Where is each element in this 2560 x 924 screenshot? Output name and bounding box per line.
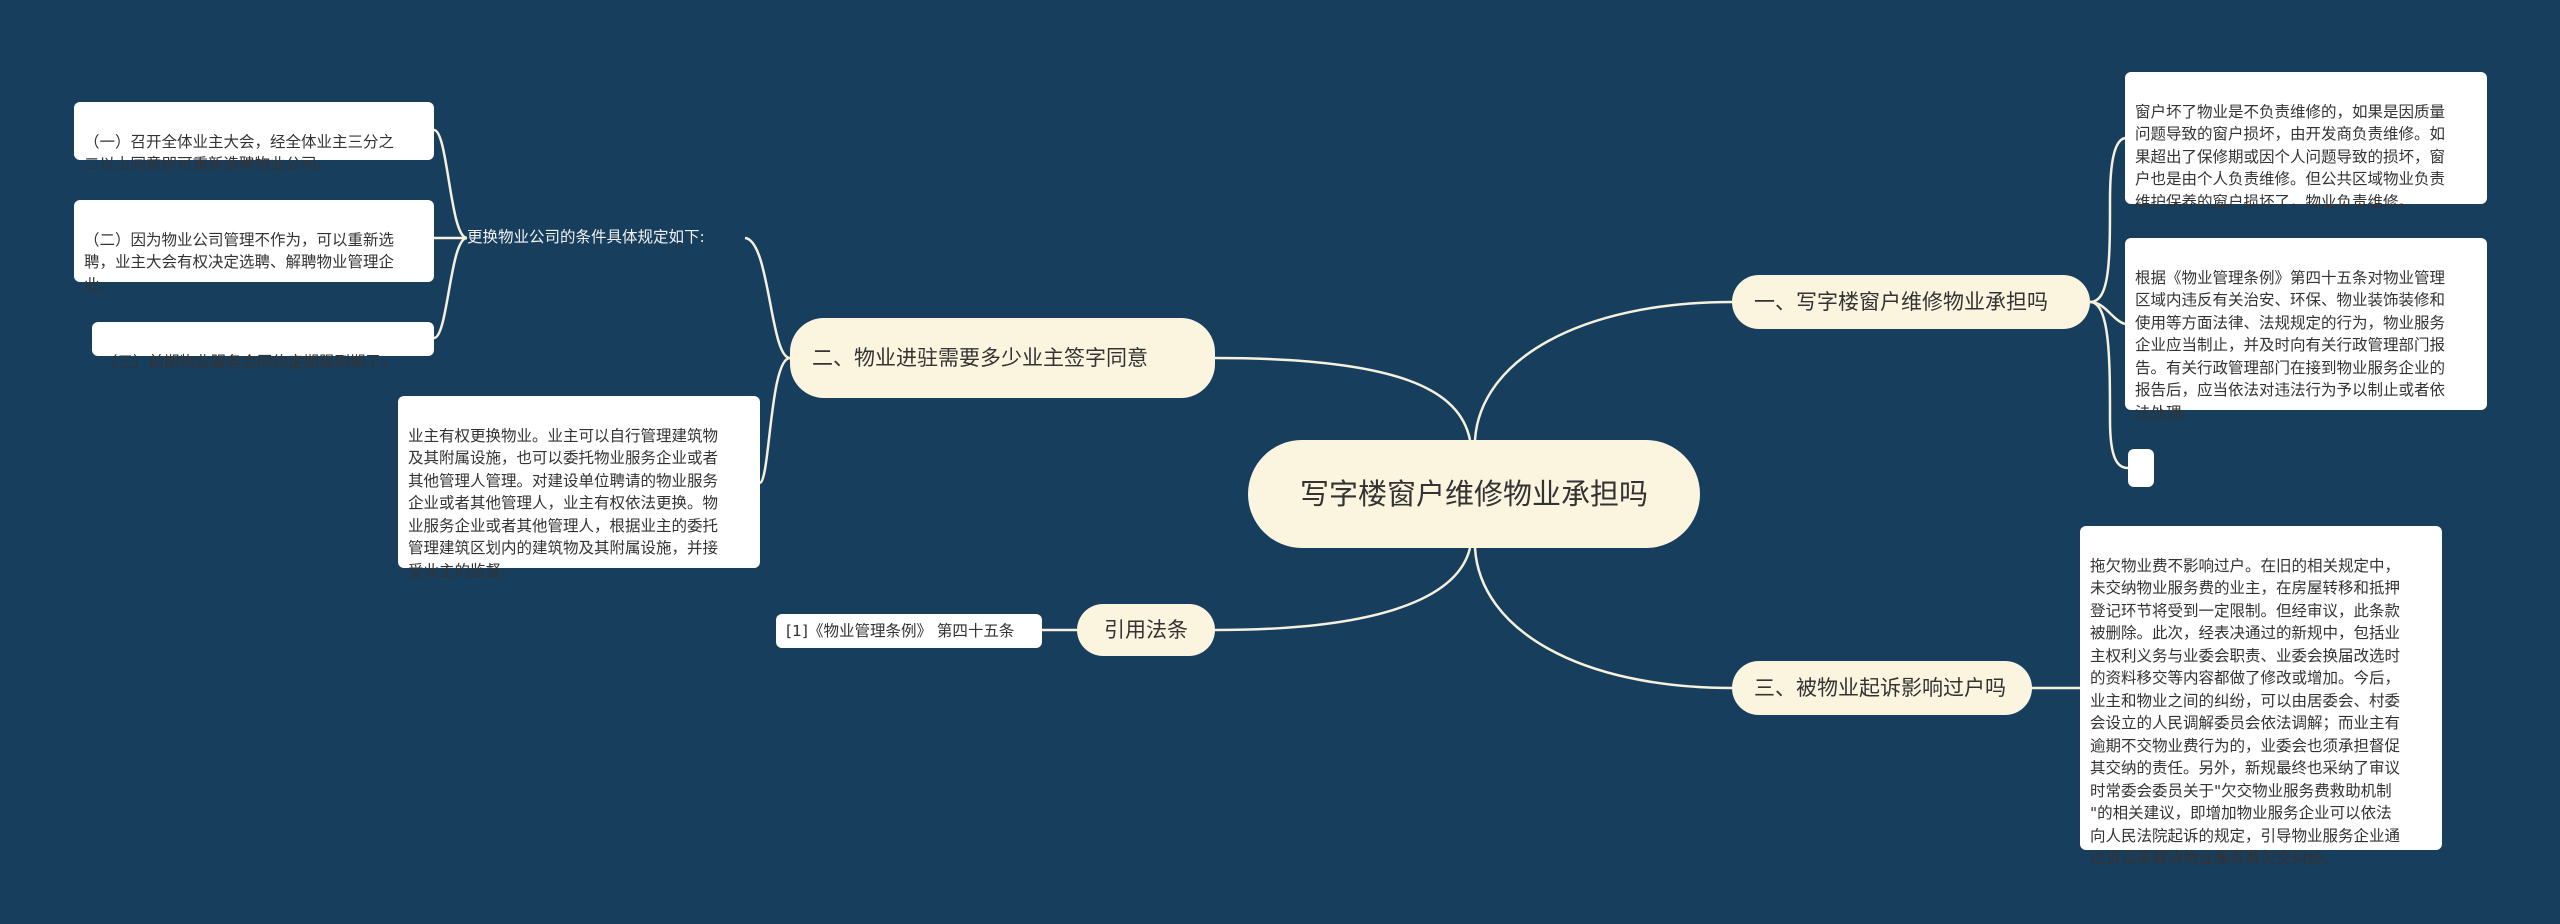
branch-3-leaf[interactable]: 拖欠物业费不影响过户。在旧的相关规定中， 未交纳物业服务费的业主，在房屋转移和抵… [2080, 526, 2442, 867]
branch-4-leaf-text: [1]《物业管理条例》 第四十五条 [786, 622, 1015, 640]
branch-4-label: 引用法条 [1104, 617, 1188, 642]
branch-2-sub-leaf-2[interactable]: （二）因为物业公司管理不作为，可以重新选 聘，业主大会有权决定选聘、解聘物业管理… [74, 200, 434, 294]
branch-2-sub-leaf-3-text: （三）前期物业服务合同约定期限到期了。 [102, 352, 397, 371]
branch-1-leaf-2[interactable]: 根据《物业管理条例》第四十五条对物业管理 区域内违反有关治安、环保、物业装饰装修… [2125, 238, 2487, 422]
edge-b1-leaf3 [2089, 300, 2129, 470]
edge-sub-leaf1 [433, 128, 468, 240]
branch-4-topic[interactable]: 引用法条 [1077, 604, 1215, 656]
edge-b2-sub [744, 236, 791, 360]
branch-3-label: 三、被物业起诉影响过户吗 [1754, 675, 2006, 700]
branch-1-leaf-1[interactable]: 窗户坏了物业是不负责维修的，如果是因质量 问题导致的窗户损坏，由开发商负责维修。… [2125, 72, 2487, 211]
branch-1-leaf-2-text: 根据《物业管理条例》第四十五条对物业管理 区域内违反有关治安、环保、物业装饰装修… [2135, 268, 2446, 422]
branch-2-sub-leaf-1-text: （一）召开全体业主大会，经全体业主三分之 二以上同意即可重新选聘物业公司。 [84, 132, 395, 174]
edge-root-b1 [1473, 300, 1733, 441]
branch-2-sub-label: 更换物业公司的条件具体规定如下: [467, 228, 705, 246]
branch-2-leaf-text: 业主有权更换物业。业主可以自行管理建筑物 及其附属设施，也可以委托物业服务企业或… [408, 426, 719, 580]
edge-b1-leaf2 [2089, 300, 2126, 326]
branch-2-sub-leaf-2-text: （二）因为物业公司管理不作为，可以重新选 聘，业主大会有权决定选聘、解聘物业管理… [84, 230, 395, 294]
branch-2-leaf[interactable]: 业主有权更换物业。业主可以自行管理建筑物 及其附属设施，也可以委托物业服务企业或… [398, 396, 760, 580]
edge-b2-leaf [759, 356, 791, 485]
branch-1-topic[interactable]: 一、写字楼窗户维修物业承担吗 [1732, 275, 2090, 329]
branch-1-leaf-3[interactable] [2128, 449, 2154, 487]
edge-root-b2 [1214, 356, 1472, 441]
branch-2-label: 二、物业进驻需要多少业主签字同意 [812, 345, 1148, 370]
branch-2-sub-leaf-1[interactable]: （一）召开全体业主大会，经全体业主三分之 二以上同意即可重新选聘物业公司。 [74, 102, 434, 173]
branch-3-topic[interactable]: 三、被物业起诉影响过户吗 [1732, 661, 2032, 715]
edge-root-b4 [1214, 547, 1472, 632]
branch-1-leaf-1-text: 窗户坏了物业是不负责维修的，如果是因质量 问题导致的窗户损坏，由开发商负责维修。… [2135, 102, 2446, 211]
branch-4-leaf[interactable]: [1]《物业管理条例》 第四十五条 [776, 614, 1042, 648]
branch-2-topic[interactable]: 二、物业进驻需要多少业主签字同意 [790, 318, 1215, 398]
root-topic-label: 写字楼窗户维修物业承担吗 [1299, 477, 1648, 511]
branch-1-label: 一、写字楼窗户维修物业承担吗 [1754, 289, 2048, 314]
branch-2-sub-leaf-3[interactable]: （三）前期物业服务合同约定期限到期了。 [92, 322, 434, 371]
branch-2-sub-topic[interactable]: 更换物业公司的条件具体规定如下: [467, 226, 749, 250]
edge-sub-leaf3 [433, 236, 468, 340]
edge-root-b3 [1473, 547, 1733, 690]
branch-3-leaf-text: 拖欠物业费不影响过户。在旧的相关规定中， 未交纳物业服务费的业主，在房屋转移和抵… [2090, 556, 2401, 868]
root-topic[interactable]: 写字楼窗户维修物业承担吗 [1248, 440, 1700, 548]
edge-b1-leaf1 [2089, 136, 2126, 304]
